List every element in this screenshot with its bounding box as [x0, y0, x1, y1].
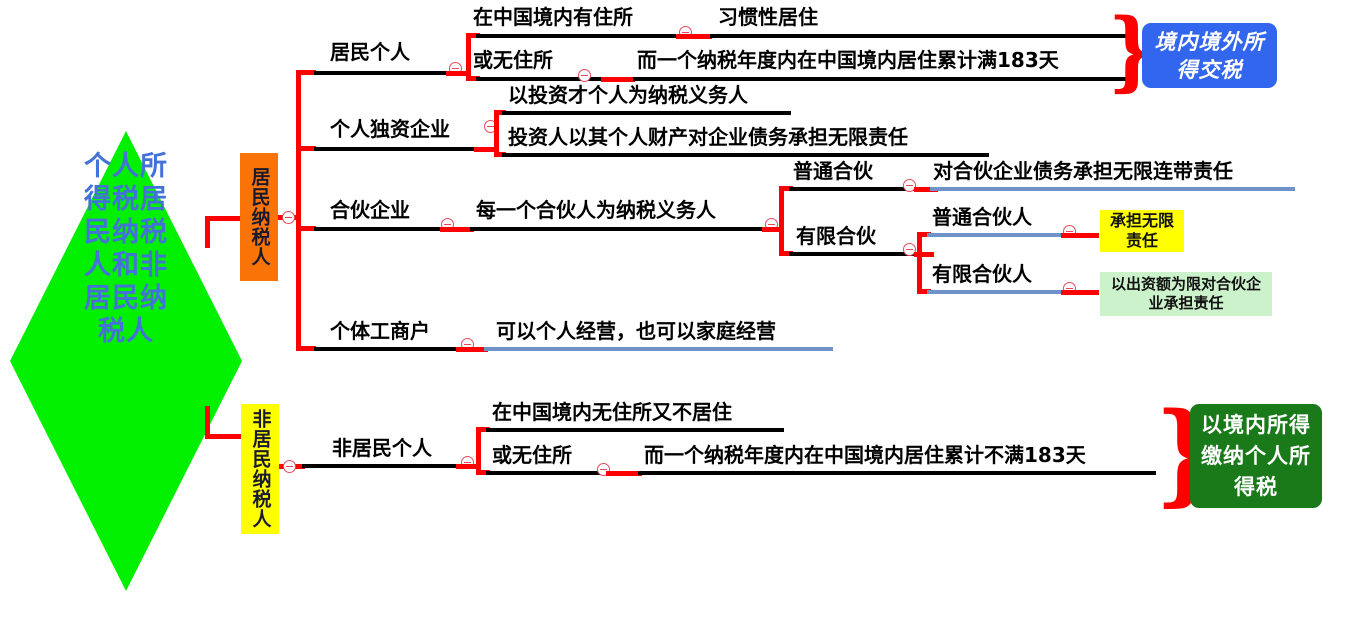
branch-connector-partnership [296, 226, 316, 231]
branch-connector-resident-individual [296, 70, 316, 75]
branch-line-individual-business [314, 347, 456, 351]
spine-resident-individual-children [466, 33, 471, 81]
node-individual-business[interactable]: 个体工商户 [330, 319, 430, 343]
connector-domicile [466, 33, 480, 38]
connector-unlimited-liability-box [1061, 233, 1099, 238]
spine-limited-partnership-children [917, 232, 922, 294]
category-resident-taxpayer[interactable]: 居民纳税人 [240, 153, 278, 281]
connector-limited-partnership [779, 251, 793, 256]
connector-no-domicile-1 [466, 76, 480, 81]
connector-capital-contribution-box [1061, 290, 1099, 295]
line-unlimited-liability-property [502, 153, 989, 157]
result-domestic-income-tax-label: 以境内所得缴纳个人所得税 [1201, 412, 1311, 499]
node-limited-partnership[interactable]: 有限合伙 [796, 224, 876, 248]
branch-line-non-resident-individual [302, 464, 456, 468]
node-general-partner[interactable]: 普通合伙人 [932, 205, 1032, 229]
root-node-label: 个人所得税居民纳税人和非居民纳税人 [84, 151, 168, 347]
resident-spine-vertical [296, 70, 301, 351]
node-personal-or-family-operation[interactable]: 可以个人经营，也可以家庭经营 [496, 319, 776, 343]
root-connector-upper-horizontal [205, 216, 243, 221]
node-each-partner-is-taxpayer[interactable]: 每一个合伙人为纳税义务人 [476, 198, 716, 222]
node-resident-individual[interactable]: 居民个人 [330, 40, 410, 64]
line-domicile-in-china [476, 34, 676, 38]
node-no-domicile-2[interactable]: 或无住所 [492, 443, 572, 467]
node-no-domicile-1[interactable]: 或无住所 [473, 48, 553, 72]
connector-personal-family-operation [456, 347, 488, 352]
connector-resident-individual-to-children [446, 71, 468, 76]
collapse-icon-general-partnership[interactable] [903, 179, 916, 192]
node-days-183-full[interactable]: 而一个纳税年度内在中国境内居住累计满183天 [637, 48, 1059, 72]
spine-non-resident-children [476, 427, 481, 475]
branch-line-partnership [314, 227, 442, 231]
result-domestic-income-tax[interactable]: 以境内所得缴纳个人所得税 [1190, 404, 1322, 508]
connector-sole-proprietorship-to-children [474, 147, 496, 152]
root-connector-upper-vertical [205, 216, 210, 248]
root-connector-lower-vertical [205, 406, 210, 439]
result-worldwide-income-tax-label: 境内境外所得交税 [1154, 29, 1265, 82]
connector-general-partnership [779, 186, 793, 191]
spine-sole-proprietorship-children [494, 110, 499, 152]
result-unlimited-liability[interactable]: 承担无限责任 [1100, 210, 1184, 252]
connector-partnership-types [762, 227, 782, 232]
branch-line-sole-proprietorship [314, 147, 474, 151]
line-habitual-residence [710, 34, 1126, 38]
node-unlimited-liability-personal-property[interactable]: 投资人以其个人财产对企业债务承担无限责任 [508, 125, 908, 149]
connector-each-partner [440, 227, 474, 232]
branch-connector-sole-proprietorship [296, 146, 316, 151]
node-limited-partner[interactable]: 有限合伙人 [932, 262, 1032, 286]
node-domicile-in-china[interactable]: 在中国境内有住所 [473, 5, 633, 29]
line-personal-family-operation [484, 347, 833, 351]
line-no-domicile-1 [476, 77, 604, 81]
node-joint-unlimited-liability[interactable]: 对合伙企业债务承担无限连带责任 [933, 159, 1233, 183]
node-investor-is-taxpayer[interactable]: 以投资才个人为纳税义务人 [508, 83, 748, 107]
connector-non-resident-children [456, 464, 478, 469]
connector-joint-unlimited-liability [914, 187, 938, 192]
node-habitual-residence[interactable]: 习惯性居住 [718, 5, 818, 29]
node-days-183-less[interactable]: 而一个纳税年度内在中国境内居住累计不满183天 [644, 443, 1086, 467]
node-sole-proprietorship[interactable]: 个人独资企业 [330, 117, 450, 141]
category-non-resident-taxpayer[interactable]: 非居民纳税人 [241, 404, 279, 534]
line-investor-is-taxpayer [502, 111, 791, 115]
collapse-icon-limited-partnership[interactable] [903, 243, 916, 256]
result-worldwide-income-tax[interactable]: 境内境外所得交税 [1142, 23, 1277, 88]
spine-partnership-types [779, 186, 784, 256]
node-non-resident-individual[interactable]: 非居民个人 [332, 436, 432, 460]
connector-no-domicile-no-residence [476, 427, 490, 432]
connector-habitual-residence [676, 34, 712, 39]
result-unlimited-liability-label: 承担无限责任 [1109, 211, 1174, 250]
result-capital-contribution-liability-label: 以出资额为限对合伙企业承担责任 [1110, 275, 1261, 312]
line-days-183-full [633, 77, 1126, 81]
line-limited-partnership [789, 252, 917, 256]
line-no-domicile-2 [486, 471, 611, 475]
connector-limited-partnership-children [914, 252, 934, 257]
connector-days-183-less [606, 471, 642, 476]
connector-days-183-full [601, 77, 635, 82]
collapse-icon-resident-category[interactable] [282, 211, 295, 224]
line-each-partner-is-taxpayer [470, 227, 762, 231]
line-days-183-less [638, 471, 1156, 475]
line-no-domicile-no-residence [486, 428, 784, 432]
node-no-domicile-no-residence[interactable]: 在中国境内无住所又不居住 [492, 400, 732, 424]
root-connector-lower-horizontal [205, 434, 243, 439]
line-general-partnership [789, 187, 917, 191]
line-joint-unlimited-liability [930, 187, 1295, 191]
collapse-icon-non-resident-category[interactable] [283, 460, 296, 473]
line-general-partner [927, 233, 1065, 237]
connector-investor-taxpayer [494, 110, 506, 115]
branch-line-resident-individual [314, 71, 446, 75]
collapse-icon-no-domicile-1[interactable] [578, 69, 591, 82]
result-capital-contribution-liability[interactable]: 以出资额为限对合伙企业承担责任 [1100, 272, 1272, 316]
line-limited-partner [927, 290, 1065, 294]
node-partnership-enterprise[interactable]: 合伙企业 [330, 198, 410, 222]
connector-no-domicile-2 [476, 470, 490, 475]
connector-general-partner [917, 232, 931, 237]
node-general-partnership[interactable]: 普通合伙 [793, 159, 873, 183]
connector-limited-partner [917, 289, 931, 294]
connector-unlimited-liability-property [494, 152, 506, 157]
branch-connector-individual-business [296, 346, 316, 351]
